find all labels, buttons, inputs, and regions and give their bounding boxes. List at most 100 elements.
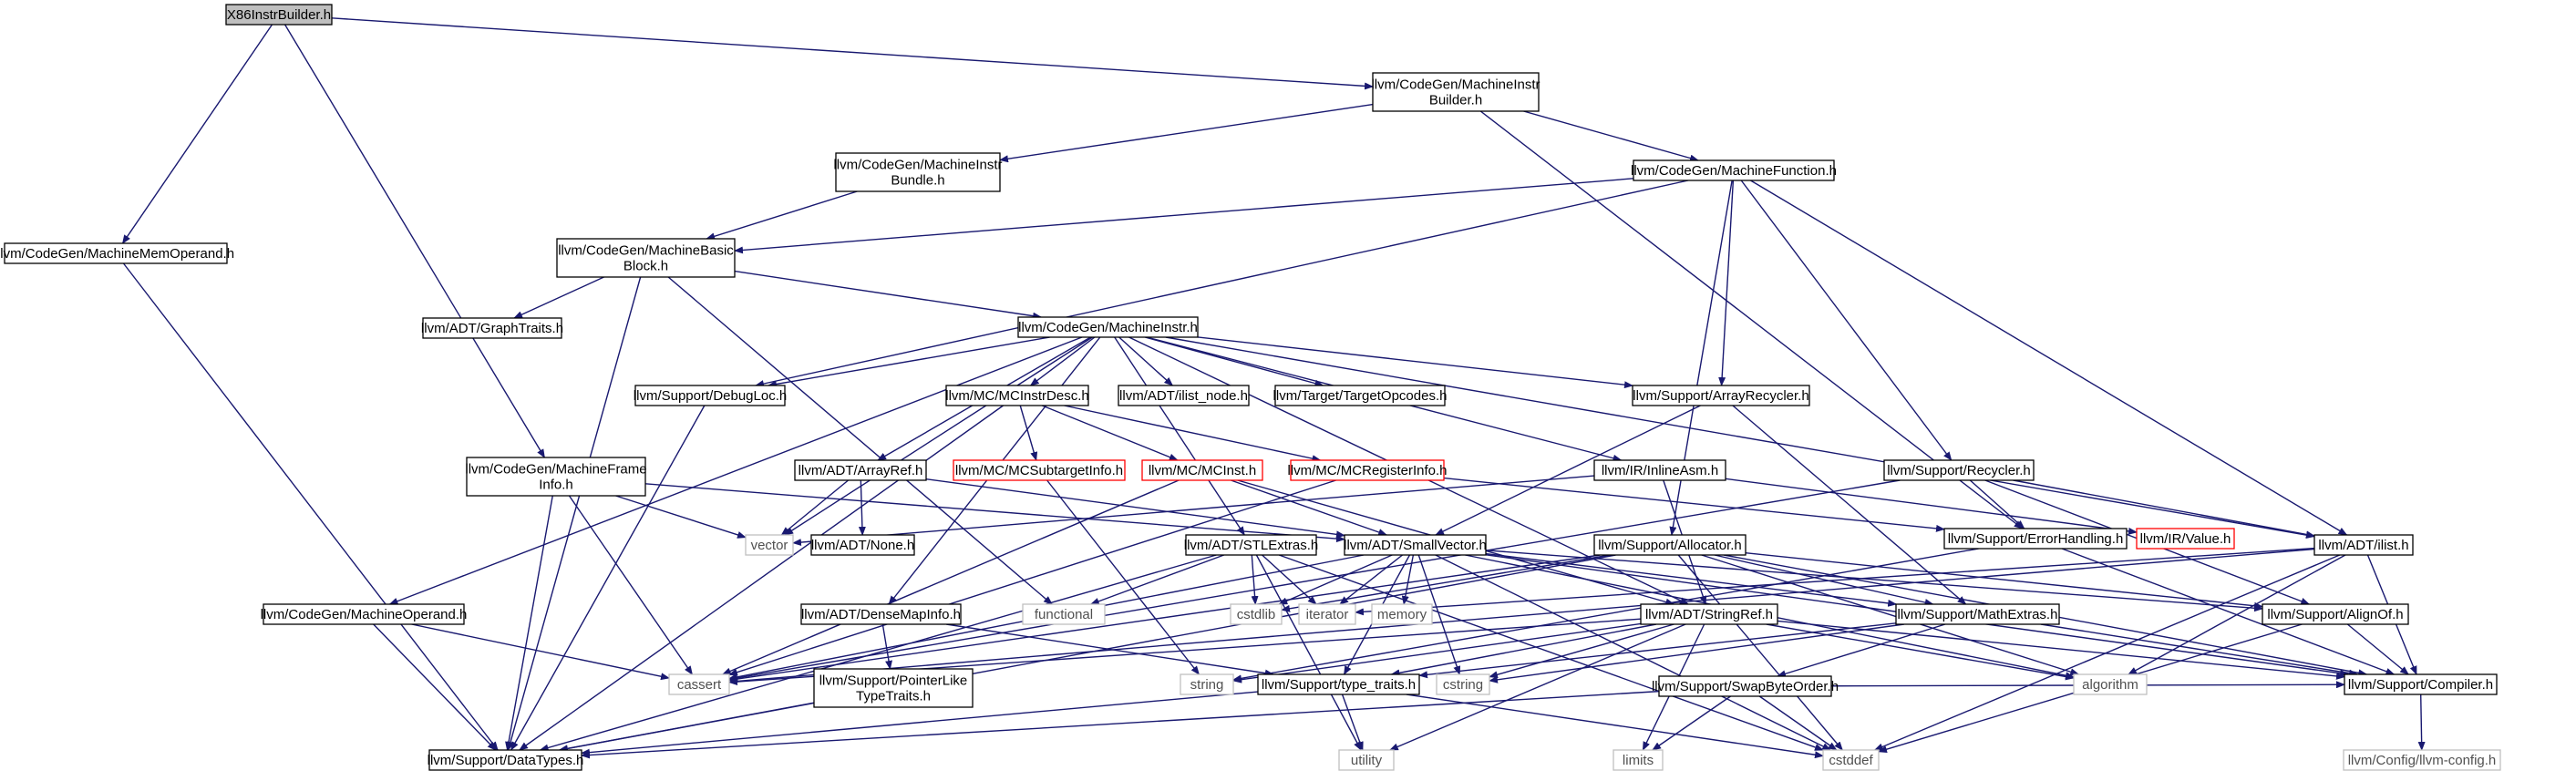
node-llvmconfig[interactable]: llvm/Config/llvm-config.h bbox=[2343, 749, 2501, 771]
node-label: X86InstrBuilder.h bbox=[227, 7, 331, 23]
edge-mbb-to-graphtraits bbox=[513, 276, 604, 319]
node-algorithm[interactable]: algorithm bbox=[2073, 673, 2148, 695]
node-box-graphtraits bbox=[422, 317, 562, 339]
node-errorhandling[interactable]: llvm/Support/ErrorHandling.h bbox=[1943, 528, 2128, 550]
edge-mfunction-to-ilist bbox=[1750, 180, 2348, 536]
node-recycler[interactable]: llvm/Support/Recycler.h bbox=[1883, 459, 2035, 481]
node-alignof[interactable]: llvm/Support/AlignOf.h bbox=[2262, 603, 2409, 625]
node-cassert[interactable]: cassert bbox=[668, 673, 730, 695]
edge-compiler-to-llvmconfig bbox=[2417, 694, 2426, 751]
node-inlineasm[interactable]: llvm/IR/InlineAsm.h bbox=[1593, 459, 1726, 481]
node-limits[interactable]: limits bbox=[1613, 749, 1664, 771]
node-cstddef[interactable]: cstddef bbox=[1822, 749, 1880, 771]
node-graphtraits[interactable]: llvm/ADT/GraphTraits.h bbox=[421, 317, 563, 339]
node-mmo[interactable]: llvm/CodeGen/MachineMemOperand.h bbox=[0, 242, 234, 264]
edge-minstr-to-stlextras bbox=[1114, 336, 1245, 536]
edge-allocator-to-cstdlib bbox=[1281, 554, 1611, 612]
node-label: llvm/Support/ArrayRecycler.h bbox=[1633, 388, 1808, 404]
node-box-swapbyteorder bbox=[1658, 675, 1832, 697]
node-string[interactable]: string bbox=[1180, 673, 1234, 695]
edge-typetraits-to-utility bbox=[1341, 694, 1364, 751]
node-box-errorhandling bbox=[1943, 528, 2128, 550]
edge-mfunction-to-arrayrecycler bbox=[1718, 180, 1735, 386]
edge-minstr-to-targetopcodes bbox=[1144, 336, 1324, 387]
node-arrayref[interactable]: llvm/ADT/ArrayRef.h bbox=[794, 459, 927, 481]
edge-stringref-to-compiler bbox=[1777, 620, 2345, 680]
edge-smallvector-to-iterator bbox=[1339, 554, 1403, 605]
node-label: llvm/CodeGen/MachineMemOperand.h bbox=[0, 246, 234, 262]
node-vector[interactable]: vector bbox=[745, 534, 794, 556]
edge-recycler-to-ilist bbox=[2013, 479, 2315, 539]
node-functional[interactable]: functional bbox=[1022, 603, 1106, 625]
edge-mcinstrdesc-to-mcsubtarget bbox=[1019, 405, 1038, 461]
node-irvalue[interactable]: llvm/IR/Value.h bbox=[2136, 528, 2235, 550]
node-box-arrayrecycler bbox=[1632, 385, 1810, 406]
node-mcinstrdesc[interactable]: llvm/MC/MCInstrDesc.h bbox=[945, 385, 1089, 406]
node-box-allocator bbox=[1593, 534, 1747, 556]
node-label: llvm/CodeGen/MachineInstr bbox=[1371, 77, 1540, 93]
edge-minstr-to-ilistnode bbox=[1118, 336, 1174, 386]
node-smallvector[interactable]: llvm/ADT/SmallVector.h bbox=[1344, 534, 1487, 556]
edge-stringref-to-string bbox=[1232, 622, 1642, 683]
edge-mcinst-to-cassert bbox=[721, 479, 1180, 675]
edge-arrayref-to-vector bbox=[780, 479, 850, 536]
node-label: llvm/IR/Value.h bbox=[2140, 531, 2231, 547]
node-datatypes[interactable]: llvm/Support/DataTypes.h bbox=[428, 749, 584, 771]
edge-densemapinfo-to-typetraits bbox=[946, 623, 1274, 677]
node-box-compiler bbox=[2344, 673, 2498, 695]
node-memory[interactable]: memory bbox=[1371, 603, 1433, 625]
node-box-mibundle bbox=[835, 152, 1001, 192]
node-mathextras[interactable]: llvm/Support/MathExtras.h bbox=[1895, 603, 2060, 625]
node-swapbyteorder[interactable]: llvm/Support/SwapByteOrder.h bbox=[1652, 675, 1839, 697]
node-typetraits[interactable]: llvm/Support/type_traits.h bbox=[1257, 673, 1420, 695]
node-label: llvm/Support/Compiler.h bbox=[2348, 677, 2493, 693]
edge-mcinstrdesc-to-mcreginfo bbox=[1064, 405, 1322, 463]
node-box-stlextras bbox=[1185, 534, 1317, 556]
edge-minstr-to-arrayrecycler bbox=[1197, 336, 1633, 389]
node-mcinst[interactable]: llvm/MC/MCInst.h bbox=[1141, 459, 1263, 481]
node-mcsubtarget[interactable]: llvm/MC/MCSubtargetInfo.h bbox=[953, 459, 1126, 481]
node-label: llvm/CodeGen/MachineFunction.h bbox=[1631, 163, 1837, 179]
node-iterator[interactable]: iterator bbox=[1298, 603, 1356, 625]
node-mcreginfo[interactable]: llvm/MC/MCRegisterInfo.h bbox=[1287, 459, 1448, 481]
node-allocator[interactable]: llvm/Support/Allocator.h bbox=[1593, 534, 1747, 556]
node-cstdlib[interactable]: cstdlib bbox=[1230, 603, 1283, 625]
edge-mcreginfo-to-cassert bbox=[728, 479, 1336, 676]
node-ilistnode[interactable]: llvm/ADT/ilist_node.h bbox=[1118, 385, 1250, 406]
edge-typetraits-to-cstddef bbox=[1406, 694, 1824, 759]
node-minstr[interactable]: llvm/CodeGen/MachineInstr.h bbox=[1017, 316, 1199, 338]
node-box-cstddef bbox=[1822, 749, 1880, 771]
node-label: llvm/CodeGen/MachineInstr bbox=[833, 158, 1002, 173]
node-label: cassert bbox=[677, 677, 722, 693]
node-label: Bundle.h bbox=[891, 173, 944, 189]
edge-mibuilder-to-mibundle bbox=[999, 103, 1374, 163]
node-compiler[interactable]: llvm/Support/Compiler.h bbox=[2344, 673, 2498, 695]
node-stlextras[interactable]: llvm/ADT/STLExtras.h bbox=[1184, 534, 1319, 556]
node-densemapinfo[interactable]: llvm/ADT/DenseMapInfo.h bbox=[800, 603, 962, 625]
node-arrayrecycler[interactable]: llvm/Support/ArrayRecycler.h bbox=[1632, 385, 1810, 406]
node-label: llvm/Support/PointerLike bbox=[819, 673, 968, 689]
node-ilist[interactable]: llvm/ADT/ilist.h bbox=[2313, 534, 2414, 556]
node-box-mfunction bbox=[1633, 159, 1835, 181]
node-debugloc[interactable]: llvm/Support/DebugLoc.h bbox=[634, 385, 787, 406]
edge-mfunction-to-debugloc bbox=[755, 180, 1689, 387]
edge-mcsubtarget-to-string bbox=[1046, 479, 1200, 675]
node-stringref[interactable]: llvm/ADT/StringRef.h bbox=[1640, 603, 1778, 625]
node-mfunction[interactable]: llvm/CodeGen/MachineFunction.h bbox=[1631, 159, 1837, 181]
node-box-mathextras bbox=[1895, 603, 2060, 625]
node-cstring[interactable]: cstring bbox=[1436, 673, 1490, 695]
edge-minstr-to-mcinstrdesc bbox=[1029, 336, 1096, 386]
edge-minstr-to-ilist bbox=[1165, 336, 2315, 540]
edge-smallvector-to-cstdlib bbox=[1278, 554, 1393, 605]
node-utility[interactable]: utility bbox=[1338, 749, 1395, 771]
node-box-smallvector bbox=[1344, 534, 1487, 556]
node-none[interactable]: llvm/ADT/None.h bbox=[810, 534, 915, 556]
node-moperand[interactable]: llvm/CodeGen/MachineOperand.h bbox=[261, 603, 468, 625]
node-targetopcodes[interactable]: llvm/Target/TargetOpcodes.h bbox=[1273, 385, 1448, 406]
